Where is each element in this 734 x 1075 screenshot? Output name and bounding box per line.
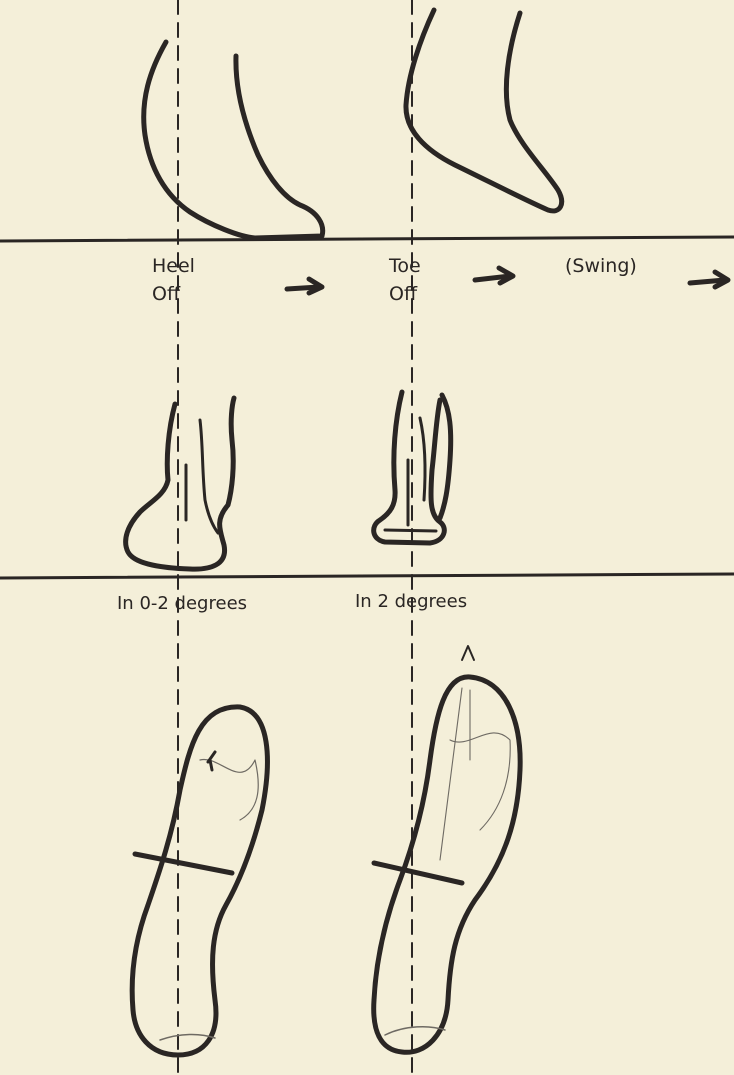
toe-off-label-line2: Off xyxy=(389,282,417,306)
foot-rear-view-left xyxy=(126,398,234,569)
foot-side-view-heel-off xyxy=(144,42,323,238)
ground-line-top xyxy=(0,237,734,241)
toe-off-label-line1: Toe xyxy=(389,254,421,278)
footprint-left xyxy=(132,707,267,1055)
arrow-after-toe-off xyxy=(475,268,513,283)
footprint-right xyxy=(374,646,520,1052)
rear-view-right-label: In 2 degrees xyxy=(355,590,467,614)
arrow-after-swing xyxy=(690,272,728,287)
arrow-after-heel-off xyxy=(287,279,322,293)
rear-view-left-label: In 0-2 degrees xyxy=(117,592,247,616)
swing-label: (Swing) xyxy=(565,254,637,278)
heel-off-label-line1: Heel xyxy=(152,254,195,278)
foot-side-view-toe-off xyxy=(406,10,562,211)
heel-off-label-line2: Off xyxy=(152,282,180,306)
ground-line-middle xyxy=(0,574,734,578)
